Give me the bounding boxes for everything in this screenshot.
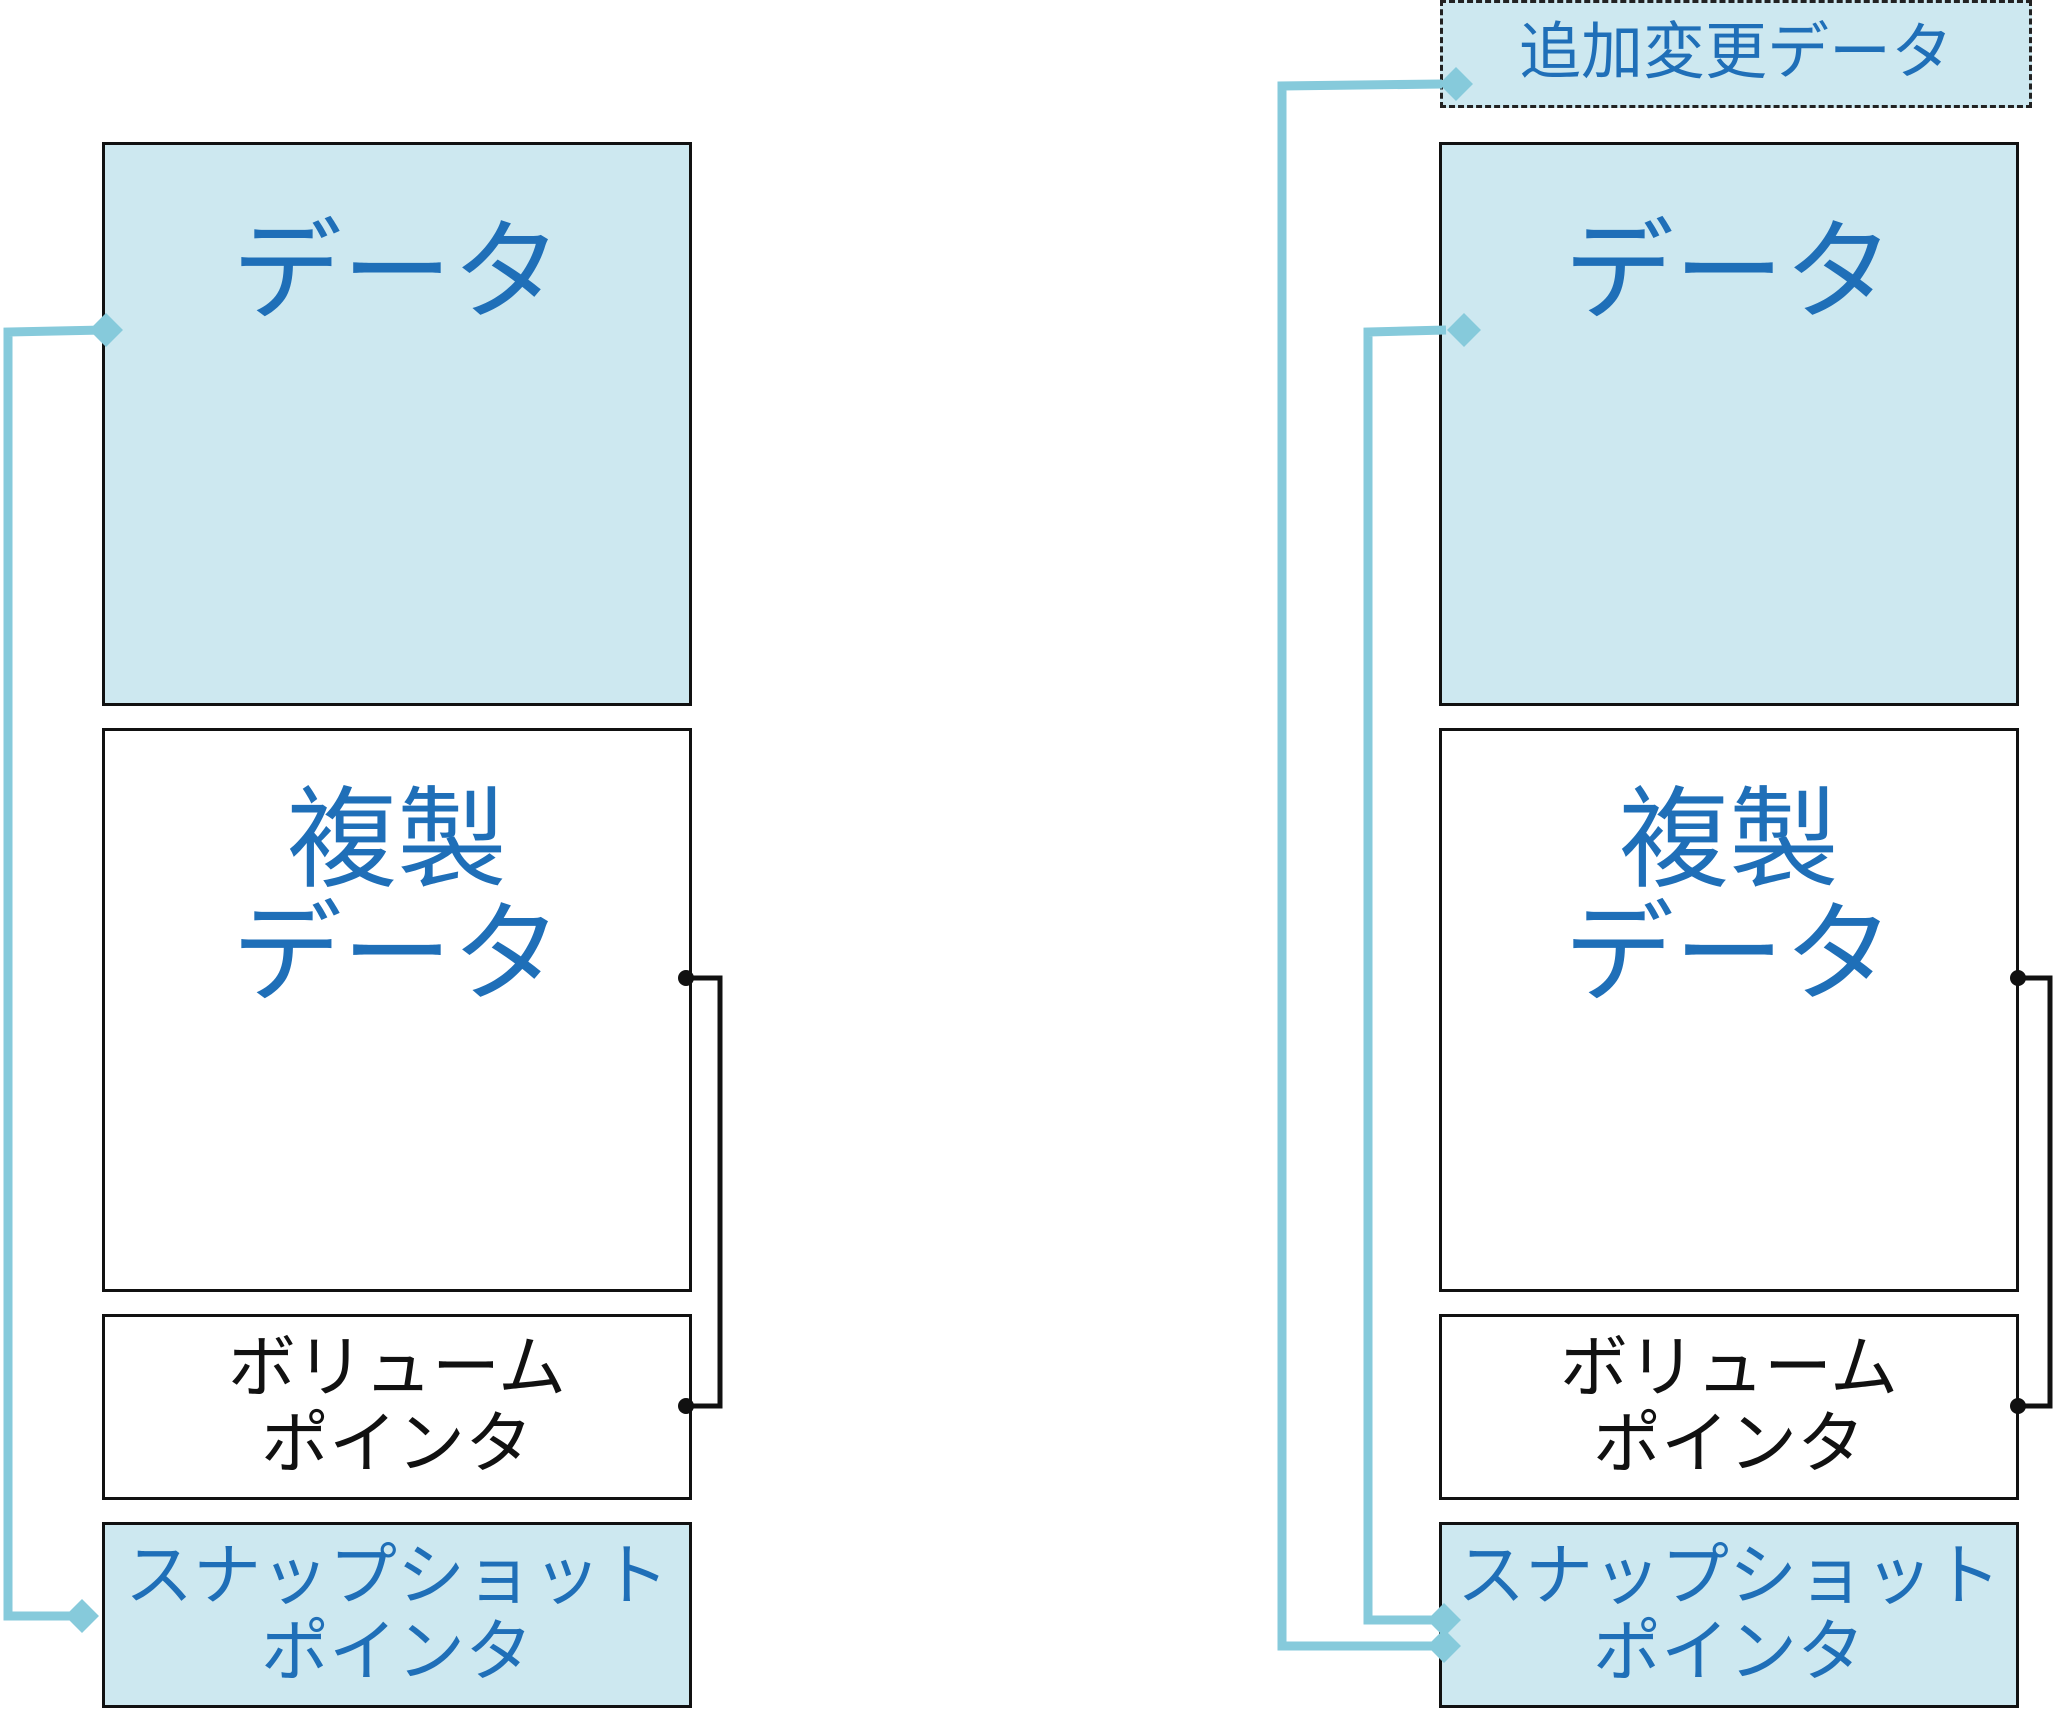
right-volume-label-line1: ボリューム — [1560, 1329, 1898, 1408]
left-snapshot-label-line2: ポインタ — [260, 1613, 533, 1692]
left-volume-pointer-block: ボリューム ポインタ — [102, 1314, 692, 1500]
left-volume-label-line2: ポインタ — [260, 1405, 533, 1484]
left-replica-label-line1: 複製 — [287, 776, 507, 904]
right-snapshot-to-added-connector — [1277, 79, 1443, 1651]
right-volume-label-line2: ポインタ — [1592, 1405, 1865, 1484]
right-snapshot-to-data-connector — [1363, 325, 1447, 1625]
right-data-label: データ — [1564, 208, 1894, 336]
right-replica-label-line1: 複製 — [1619, 776, 1839, 904]
right-added-data-label: 追加変更データ — [1518, 15, 1953, 88]
right-replica-label-line2: データ — [1564, 890, 1894, 1018]
left-snapshot-anchor-diamond — [65, 1599, 99, 1633]
right-data-block: データ — [1439, 142, 2019, 706]
left-snapshot-pointer-block: スナップショット ポインタ — [102, 1522, 692, 1708]
right-replica-block: 複製 データ — [1439, 728, 2019, 1292]
left-data-block: データ — [102, 142, 692, 706]
left-snapshot-label-line1: スナップショット — [124, 1537, 669, 1616]
left-replica-block: 複製 データ — [102, 728, 692, 1292]
left-replica-label-line2: データ — [232, 890, 562, 1018]
right-added-data-block: 追加変更データ — [1440, 0, 2032, 108]
right-snapshot-label-line1: スナップショット — [1456, 1537, 2001, 1616]
right-snapshot-pointer-block: スナップショット ポインタ — [1439, 1522, 2019, 1708]
right-replica-volume-bracket — [2018, 975, 2053, 1409]
left-data-label: データ — [232, 208, 562, 336]
left-volume-label-line1: ボリューム — [228, 1329, 566, 1408]
right-snapshot-label-line2: ポインタ — [1592, 1613, 1865, 1692]
right-volume-pointer-block: ボリューム ポインタ — [1439, 1314, 2019, 1500]
left-snapshot-to-data-connector — [3, 325, 105, 1621]
